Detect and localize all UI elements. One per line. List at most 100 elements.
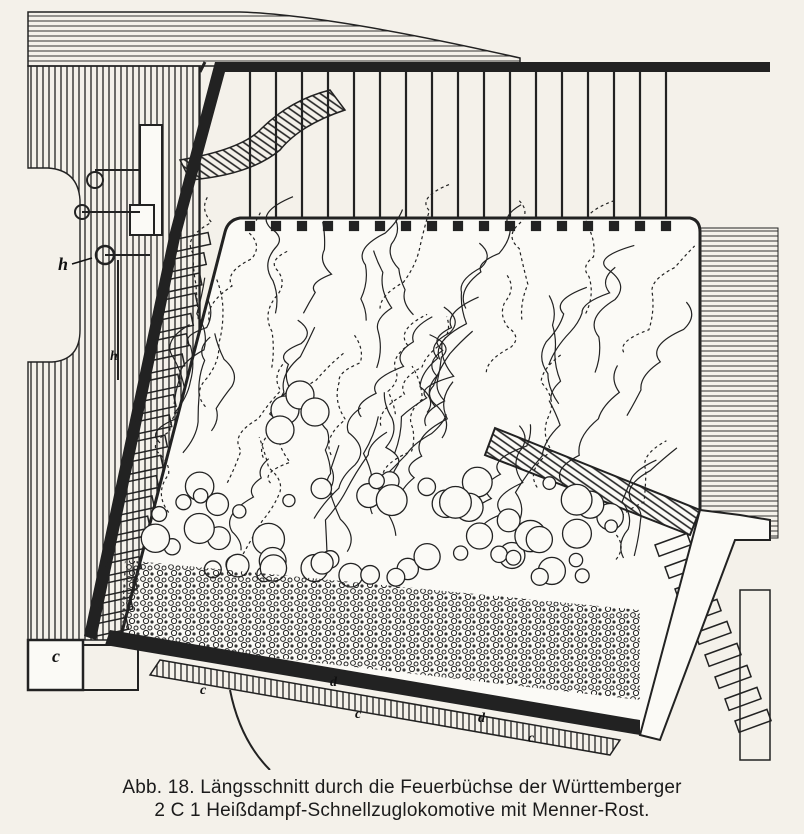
leg-stay	[165, 272, 203, 293]
leg-stay	[126, 454, 164, 476]
smoke-puff	[183, 512, 215, 545]
leg-stay	[130, 434, 169, 455]
smoke-puff	[505, 549, 522, 566]
label-h-2: h	[110, 349, 118, 364]
flame-stroke	[558, 365, 621, 485]
flame-stroke	[548, 266, 616, 366]
firebox-outer-shell	[84, 61, 770, 640]
flame-stroke	[379, 183, 451, 309]
flame-stroke	[481, 425, 526, 536]
smoke-puff	[232, 504, 247, 519]
leg-stay	[169, 251, 208, 273]
smoke-puff	[438, 485, 472, 519]
flame-stroke	[379, 316, 450, 426]
stay-nut	[556, 220, 568, 232]
smoke-puff	[175, 493, 192, 511]
smoke-puff	[192, 487, 209, 504]
stay-nut	[244, 220, 256, 232]
smoke-puff	[282, 493, 296, 508]
flame-stroke	[267, 250, 289, 368]
flame-stroke	[302, 221, 333, 314]
smoke-puff	[490, 545, 508, 564]
stay-nut	[634, 220, 646, 232]
leg-stay	[173, 231, 212, 253]
front-leg-stay	[714, 664, 753, 690]
label-c-2: c	[200, 683, 207, 698]
flame-stroke	[584, 200, 614, 314]
smoke-puff	[525, 525, 554, 554]
tube-plate	[638, 227, 779, 742]
smoke-puff	[568, 552, 584, 568]
label-d-2: d	[478, 711, 486, 726]
stay-nut	[400, 220, 412, 232]
fittings-valves	[74, 124, 163, 380]
brick-arch	[483, 426, 702, 537]
leg-stay	[113, 515, 152, 536]
smoke-puff	[360, 564, 381, 585]
label-d: d	[330, 675, 338, 690]
flame-stroke	[324, 431, 388, 556]
flame-stroke	[614, 440, 667, 560]
flame-stroke	[485, 273, 517, 373]
flame-stroke	[398, 381, 454, 499]
stay-nut	[374, 220, 386, 232]
flame-stroke	[514, 400, 561, 527]
flame-stroke	[628, 447, 678, 557]
stay-nut	[530, 220, 542, 232]
menner-grate	[105, 630, 640, 756]
stay-nut	[426, 220, 438, 232]
leg-stay	[122, 474, 160, 496]
flame-stroke	[382, 365, 423, 485]
stay-nut	[270, 220, 282, 232]
leg-stay	[156, 312, 195, 334]
caption-line-2: 2 C 1 Heißdampf-Schnellzuglokomotive mit…	[154, 800, 650, 821]
smoke-puff	[375, 484, 408, 517]
flame-stroke	[155, 324, 190, 444]
leg-stay	[148, 353, 186, 374]
smoke-puff	[300, 397, 330, 427]
front-leg-stay	[704, 642, 743, 668]
smoke-puff	[496, 508, 521, 533]
flame-stroke	[593, 244, 635, 373]
crown-stays	[244, 72, 672, 232]
stay-nut	[348, 220, 360, 232]
firebox-section-drawing: h h c c c c d d	[26, 11, 779, 770]
smoke-clouds	[140, 380, 624, 588]
flames	[154, 183, 696, 560]
flame-stroke	[532, 354, 562, 488]
flame-stroke	[357, 316, 433, 418]
smoke-puff	[530, 567, 549, 586]
letter-labels: h h c c c c d d	[52, 254, 535, 746]
flame-stroke	[154, 411, 178, 513]
flame-stroke	[428, 330, 474, 439]
flame-stroke	[626, 301, 693, 417]
smoke-puff	[205, 492, 230, 517]
flame-stroke	[620, 459, 657, 559]
flame-stroke	[198, 279, 224, 408]
steam-pipe	[178, 89, 347, 181]
label-c: c	[52, 646, 60, 666]
flame-stroke	[210, 333, 236, 432]
flame-stroke	[173, 299, 212, 414]
figure-caption: Abb. 18. Längsschnitt durch die Feuerbüc…	[0, 776, 804, 822]
stay-nut	[296, 220, 308, 232]
flame-stroke	[328, 332, 363, 456]
flame-stroke	[394, 342, 455, 454]
coal-bed	[120, 560, 640, 700]
smoke-puff	[413, 542, 441, 571]
smoke-puff	[561, 518, 593, 549]
flame-stroke	[424, 334, 447, 427]
smoke-puff	[310, 551, 334, 575]
smoke-puff	[151, 505, 168, 523]
front-leg-stay	[734, 708, 773, 734]
flame-stroke	[373, 250, 393, 369]
flame-stroke	[228, 458, 270, 551]
smoke-puff	[368, 472, 385, 490]
front-leg-stay	[724, 686, 763, 712]
caption-line-1: Abb. 18. Längsschnitt durch die Feuerbüc…	[122, 777, 682, 798]
boiler-casing-top	[27, 11, 521, 67]
smoke-puff	[574, 568, 590, 584]
label-c-3: c	[355, 707, 362, 722]
flame-stroke	[511, 200, 529, 320]
label-h: h	[58, 254, 68, 274]
